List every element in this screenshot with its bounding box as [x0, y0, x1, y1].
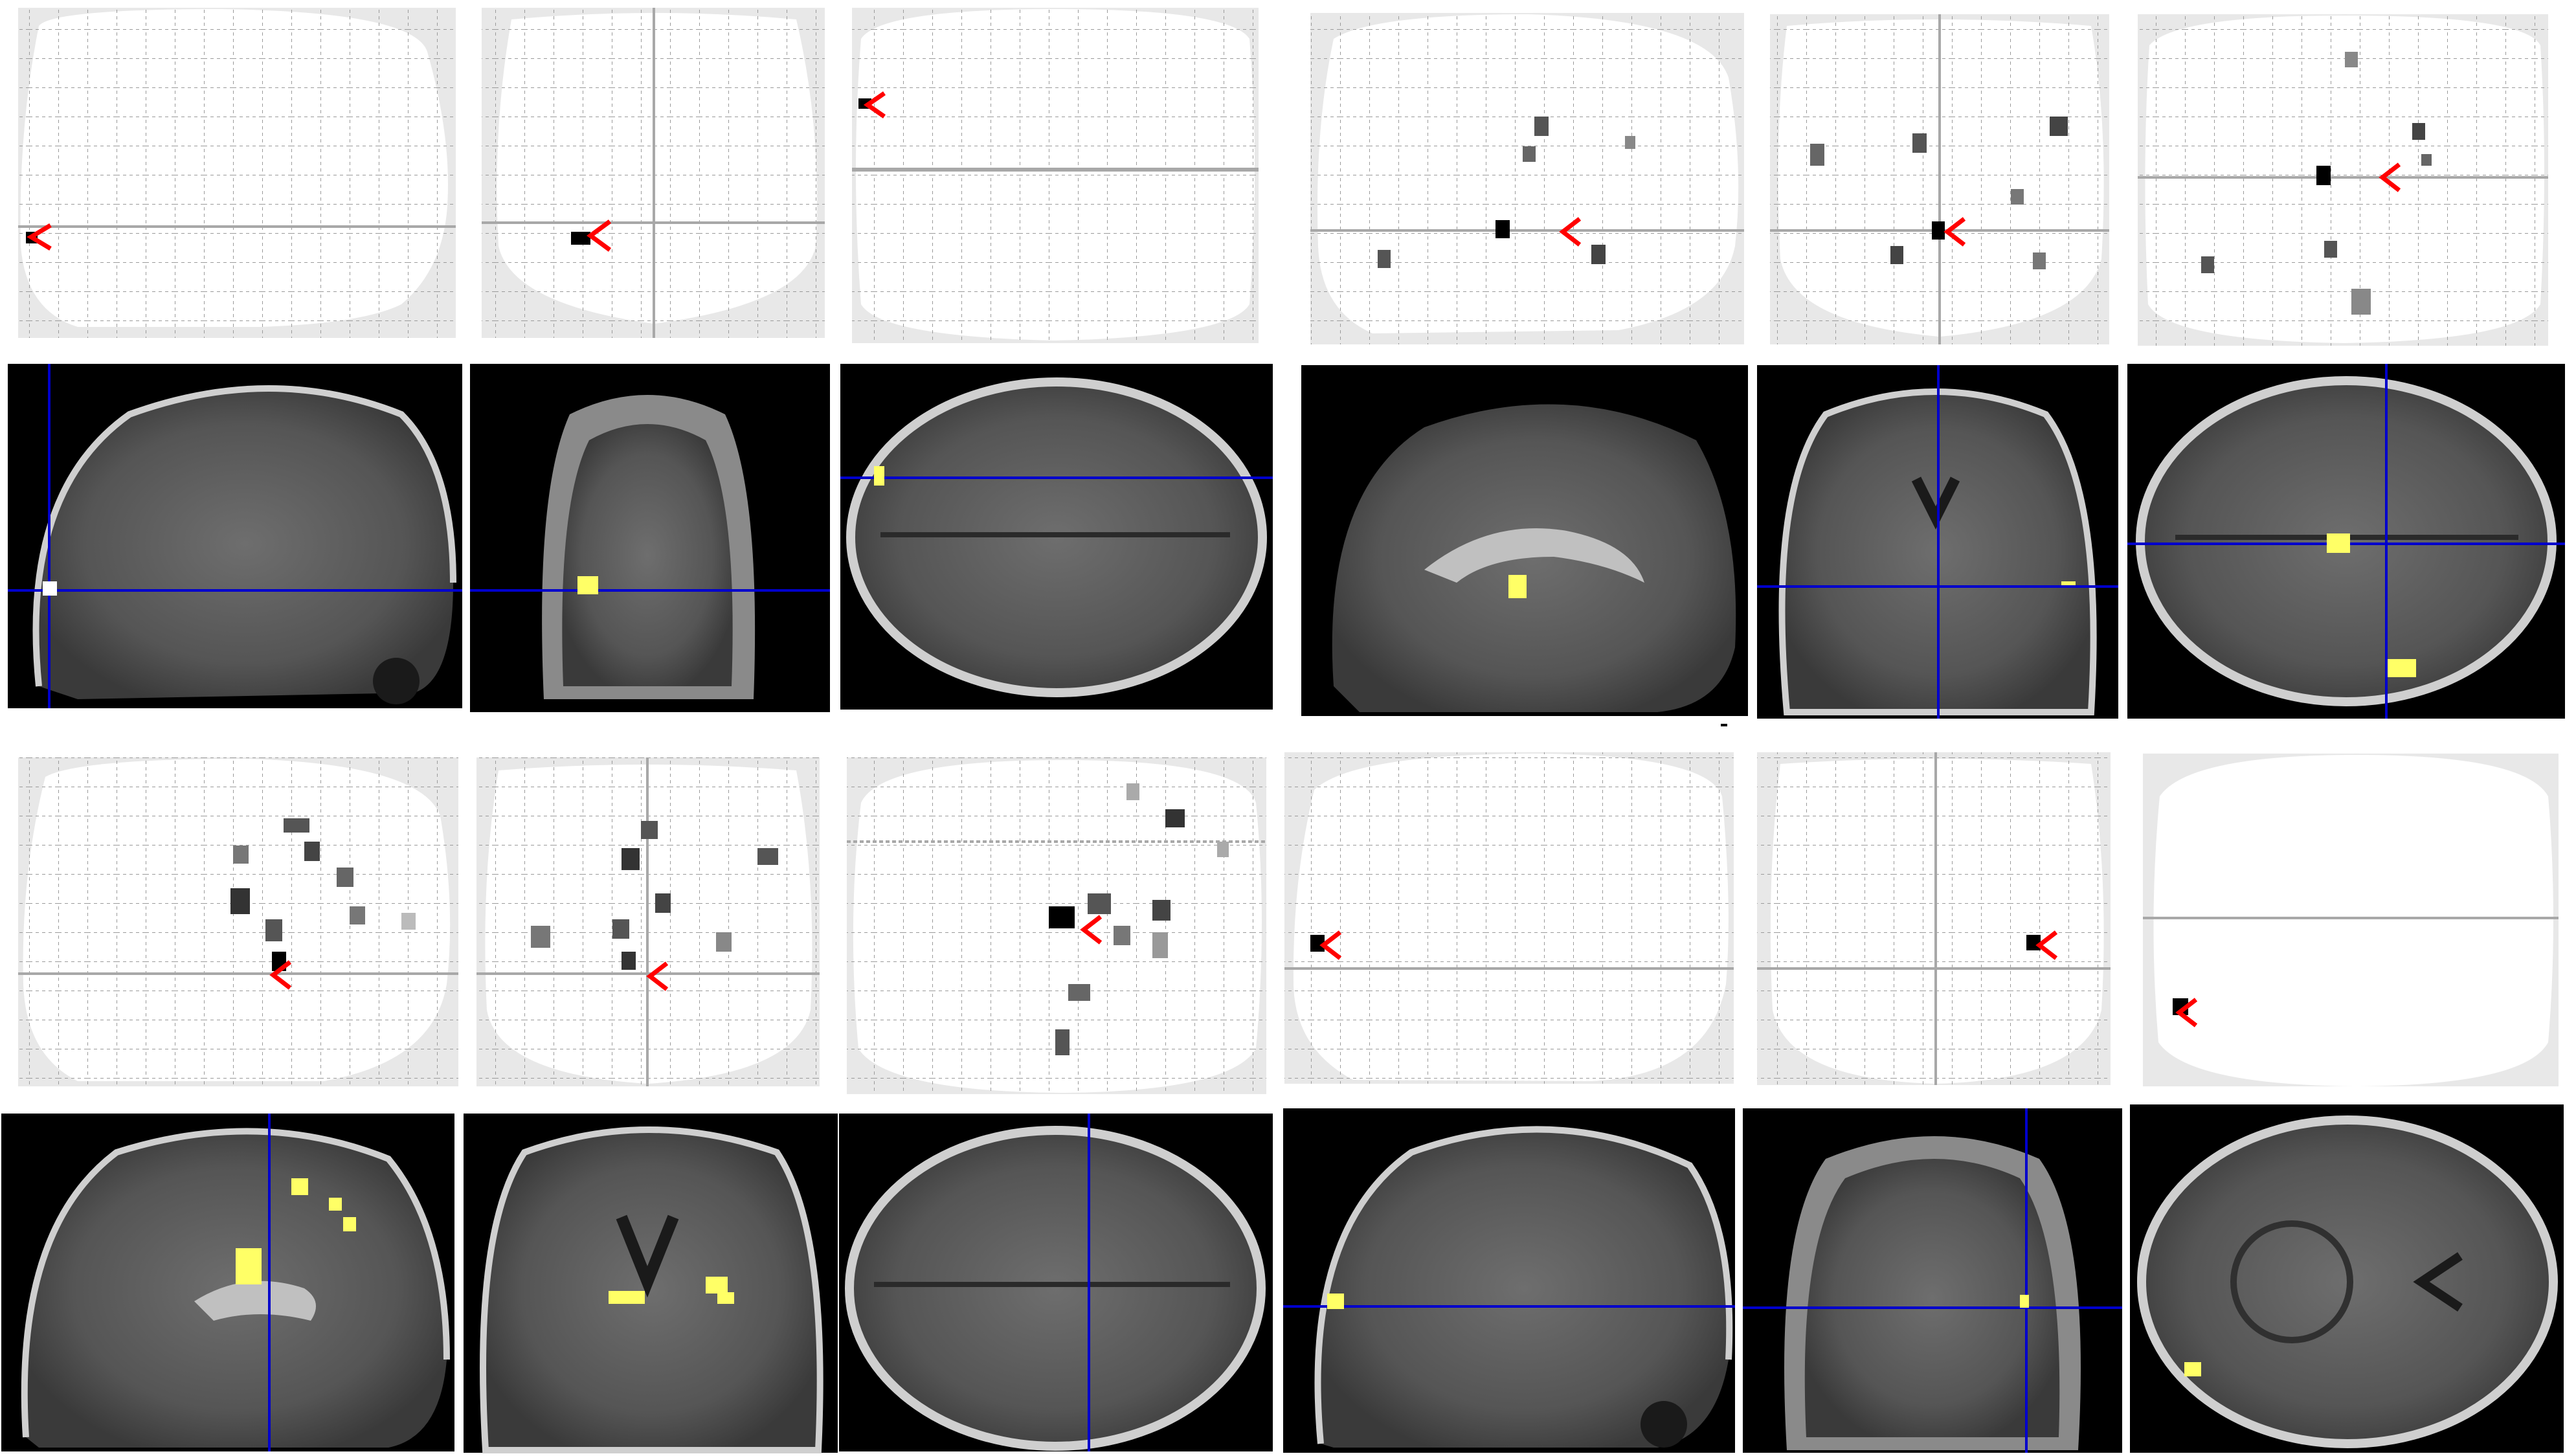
- mri-axial: [2130, 1104, 2564, 1453]
- cursor-arrow-icon: [646, 961, 669, 991]
- mri-sagittal: [1283, 1108, 1735, 1453]
- panel-top-right: [1301, 13, 2565, 726]
- mri-coronal: [1743, 1108, 2122, 1453]
- mri-coronal: [470, 364, 830, 712]
- mri-axial: [840, 364, 1273, 710]
- glass-brain-axial: [2138, 14, 2548, 346]
- glass-brain-axial: [852, 8, 1259, 343]
- cursor-arrow-icon: [1319, 930, 1342, 960]
- cursor-arrow-icon: [1943, 217, 1966, 247]
- cursor-arrow-icon: [1080, 915, 1103, 945]
- cursor-arrow-icon: [1559, 217, 1582, 247]
- panel-top-left: [8, 8, 1273, 712]
- panel-bottom-left: [1, 757, 1273, 1453]
- mri-axial: [2127, 364, 2565, 719]
- mri-axial: [839, 1114, 1273, 1451]
- cursor-arrow-icon: [2175, 998, 2198, 1027]
- mri-sagittal: [1, 1114, 454, 1451]
- glass-brain-coronal: [1770, 14, 2109, 344]
- mri-coronal: [464, 1114, 838, 1453]
- cursor-arrow-icon: [2035, 930, 2058, 960]
- glass-brain-axial: [2143, 754, 2559, 1086]
- mri-sagittal: [1301, 365, 1748, 716]
- glass-brain-coronal: [476, 757, 820, 1086]
- glass-brain-sagittal: [1284, 752, 1734, 1084]
- glass-brain-coronal: [1757, 752, 2111, 1085]
- glass-brain-axial: [847, 757, 1266, 1094]
- glass-brain-coronal: [482, 8, 825, 338]
- mri-sagittal: [8, 364, 462, 708]
- cursor-arrow-icon: [27, 223, 52, 251]
- glass-brain-sagittal: [18, 757, 458, 1086]
- panel-bottom-right: [1283, 752, 2564, 1453]
- cursor-arrow-icon: [587, 219, 612, 252]
- mri-coronal: [1757, 365, 2118, 719]
- cursor-arrow-icon: [2379, 162, 2401, 192]
- glass-brain-sagittal: [18, 8, 456, 338]
- cursor-arrow-icon: [863, 91, 886, 118]
- glass-brain-sagittal: [1310, 13, 1744, 344]
- cursor-arrow-icon: [269, 960, 292, 990]
